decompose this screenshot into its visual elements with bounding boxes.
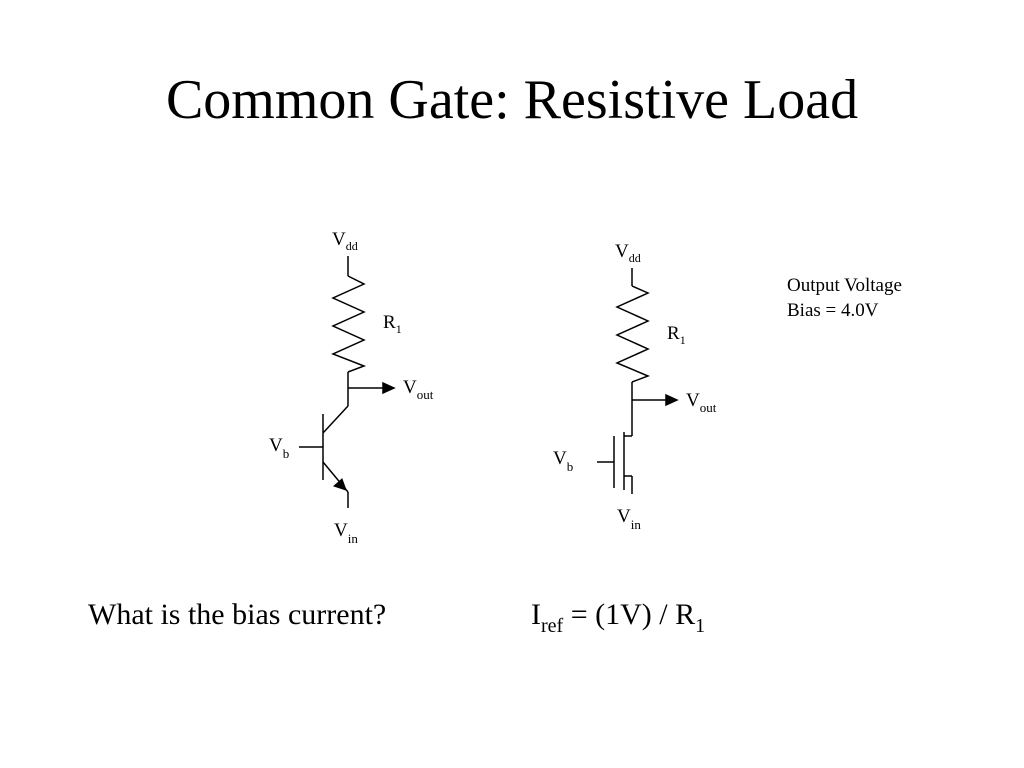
left-vin-label: Vin [334, 520, 358, 546]
right-resistor-r1 [615, 285, 651, 383]
right-labels: Vdd R1 Vout Vb Vin [553, 241, 717, 532]
bias-current-formula: Iref = (1V) / R1 [531, 598, 705, 636]
right-vdd-label: Vdd [615, 241, 641, 265]
right-vb-label: Vb [553, 448, 573, 474]
note-line-2: Bias = 4.0V [787, 300, 879, 321]
formula-r-sub: 1 [695, 615, 706, 637]
output-bias-note: Output Voltage Bias = 4.0V [787, 273, 902, 323]
left-vout-arrow [382, 381, 396, 395]
left-labels: Vdd R1 Vout Vb Vin [269, 229, 434, 546]
right-vout-label: Vout [686, 390, 717, 415]
left-emitter-arrow [333, 478, 347, 491]
right-vin-label: Vin [617, 506, 641, 532]
left-vb-label: Vb [269, 435, 289, 461]
left-vout-label: Vout [403, 377, 434, 402]
right-r1-label: R1 [667, 323, 686, 347]
left-r1-label: R1 [383, 312, 402, 336]
left-collector-lead [322, 405, 349, 434]
left-circuit [299, 256, 396, 508]
formula-middle: = (1V) / R [563, 598, 696, 631]
slide-title: Common Gate: Resistive Load [165, 69, 859, 131]
formula-i: I [531, 598, 541, 631]
question-text: What is the bias current? [88, 598, 387, 631]
right-circuit [597, 268, 679, 494]
right-vout-arrow [665, 393, 679, 407]
note-line-1: Output Voltage [787, 275, 902, 296]
formula-i-sub: ref [541, 615, 564, 637]
left-resistor-r1 [331, 275, 367, 373]
left-vdd-label: Vdd [332, 229, 358, 253]
